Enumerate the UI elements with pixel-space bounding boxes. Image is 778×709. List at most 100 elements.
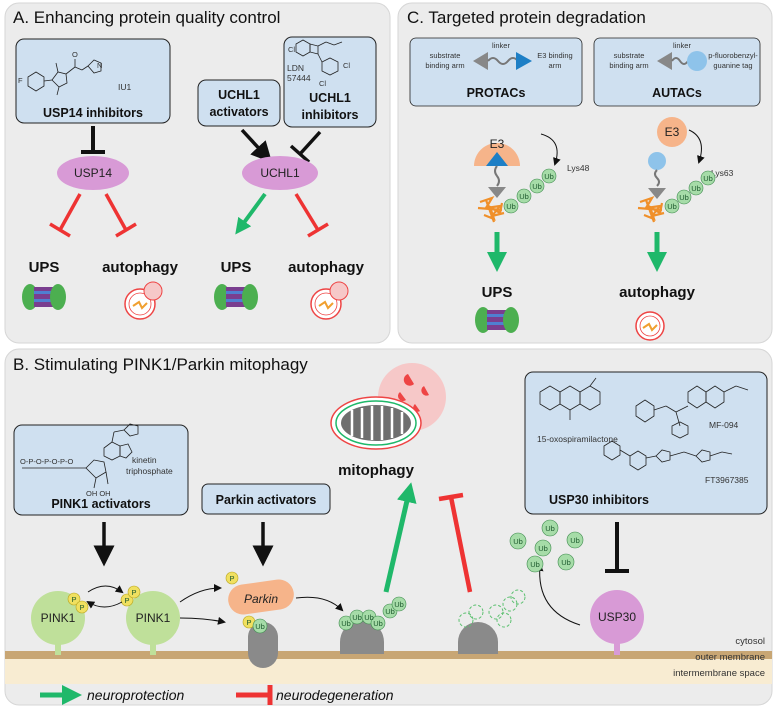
phospho-marks: P P [67, 592, 89, 614]
cytosol-label: cytosol [735, 636, 765, 647]
uchl1-activate-arrow [240, 128, 273, 163]
outcome-autophagy-1: autophagy [102, 259, 178, 276]
ub-label: Ub [519, 192, 529, 201]
proteasome-icon [475, 307, 519, 333]
autac-tag-line2: guanine tag [713, 61, 752, 70]
iu1-structure [27, 59, 102, 96]
substrate-binding-arm-shape [473, 52, 488, 70]
kinetin-triphosphate-structure [22, 423, 139, 489]
pink1-to-parkin-arrow [179, 584, 222, 603]
protac-ub-chain: Ub Ub Ub Ub [503, 168, 557, 214]
usp30-node [590, 590, 644, 655]
ub-label: Ub [385, 607, 395, 616]
protac-mechanism: E3 Lys48 [474, 133, 590, 223]
phospho-label: P [124, 596, 129, 605]
ldn-line1: LDN [287, 63, 304, 73]
phospho-marks: P [225, 571, 239, 585]
ub-label: Ub [394, 600, 404, 609]
panel-b-title: B. Stimulating PINK1/Parkin mitophagy [13, 355, 308, 374]
e3-ligase-right: E3 [665, 125, 680, 139]
autophagosome-icon [635, 311, 665, 341]
protacs-label: PROTACs [467, 86, 526, 100]
deubiquitination-inhibits-mitophagy [438, 492, 473, 593]
ub-label: Ub [570, 536, 580, 545]
protac-substrate-line2: binding arm [425, 61, 464, 70]
proteasome-icon [214, 284, 258, 310]
ubiquitination-to-mitophagy-arrow [383, 482, 417, 593]
panel-b: B. Stimulating PINK1/Parkin mitophagy cy… [4, 348, 773, 706]
phospho-label: P [229, 574, 234, 583]
legend-neuroprotection: neuroprotection [87, 687, 185, 703]
autac-mechanism: E3 Lys63 [637, 117, 734, 223]
ub-label: Ub [255, 622, 265, 631]
mf094-structure [635, 385, 749, 439]
phosphate-chain-label: O-P-O-P-O-P-O [20, 457, 73, 466]
outer-membrane-band [5, 651, 772, 659]
ub-label: Ub [341, 619, 351, 628]
uchl1-activators-box [197, 79, 281, 127]
proteasome-icon [22, 284, 66, 310]
pink1-dimer-right [126, 591, 180, 655]
substrate-binding-arm-shape [657, 52, 672, 70]
autophagosome-icon [310, 281, 349, 320]
phospho-marks: P P [120, 585, 141, 607]
autac-ub-chain: Ub Ub Ub Ub [664, 170, 716, 214]
uchl1-inhibitors-line1: UCHL1 [309, 91, 351, 105]
protacs-box [409, 37, 583, 107]
linker-shape [671, 57, 689, 65]
uchl1-activators-line1: UCHL1 [218, 88, 260, 102]
outer-membrane-label: outer membrane [695, 652, 765, 663]
phospho-label: P [246, 618, 251, 627]
kinetin-line1: kinetin [132, 455, 157, 465]
autac-substrate-line1: substrate [614, 51, 645, 60]
cl-label-c: Cl [319, 79, 326, 88]
omm-substrate-2: Ub Ub Ub Ub Ub Ub [338, 596, 407, 654]
legend: neuroprotection neurodegeneration [40, 685, 394, 705]
protac-substrate-line1: substrate [430, 51, 461, 60]
oxospiramilactone-structure [539, 377, 601, 420]
usp14-inhibit-autophagy [104, 193, 137, 238]
ub-label: Ub [544, 172, 554, 181]
ft3967385-label: FT3967385 [705, 475, 749, 485]
ub-label: Ub [667, 202, 677, 211]
ub-label: Ub [352, 613, 362, 622]
usp14-node-label: USP14 [74, 166, 112, 180]
usp14-inhibitors-label: USP14 inhibitors [43, 106, 143, 120]
parkin-node [228, 579, 294, 615]
usp14-inhibit-ups [49, 193, 82, 238]
protac-e3-line1: E3 binding [537, 51, 572, 60]
ub-label: Ub [538, 544, 548, 553]
parkin-activators-box [201, 483, 331, 515]
uchl1-inhibitors-box [283, 36, 377, 128]
n-label: N [97, 61, 102, 70]
parkin-to-ubiquitination-arrow [295, 596, 344, 612]
parkin-label: Parkin [244, 592, 278, 606]
e3-binding-arm-shape [516, 52, 532, 70]
oxo-label: O [72, 50, 78, 59]
mf094-label: MF-094 [709, 420, 739, 430]
autacs-label: AUTACs [652, 86, 702, 100]
uchl1-activate-ups [235, 192, 267, 235]
outcome-ups-1: UPS [29, 259, 60, 276]
protac-linker: linker [492, 41, 510, 50]
ub-label: Ub [545, 524, 555, 533]
ub-label: Ub [679, 193, 689, 202]
uchl1-inhibitors-line2: inhibitors [302, 108, 359, 122]
guanine-tag-shape [687, 51, 707, 71]
free-ubiquitin-pool: Ub Ub Ub Ub Ub Ub [509, 519, 584, 573]
parkin-activators-label: Parkin activators [216, 493, 317, 507]
uchl1-activators-line2: activators [209, 105, 268, 119]
oxospiramilactone-label: 15-oxospiramilactone [537, 434, 618, 444]
usp14-inhibit-bar [81, 126, 105, 154]
autac-substrate-line2: binding arm [609, 61, 648, 70]
ub-label: Ub [364, 613, 374, 622]
ldn-line2: 57444 [287, 73, 311, 83]
usp14-node [57, 156, 129, 190]
intermembrane-space-band [5, 659, 772, 684]
protac-e3-line2: arm [549, 61, 562, 70]
uchl1-inhibit-bar [289, 130, 322, 164]
ub-label: Ub [513, 537, 523, 546]
panel-c: C. Targeted protein degradation substrat… [397, 2, 773, 344]
ub-label: Ub [373, 619, 383, 628]
